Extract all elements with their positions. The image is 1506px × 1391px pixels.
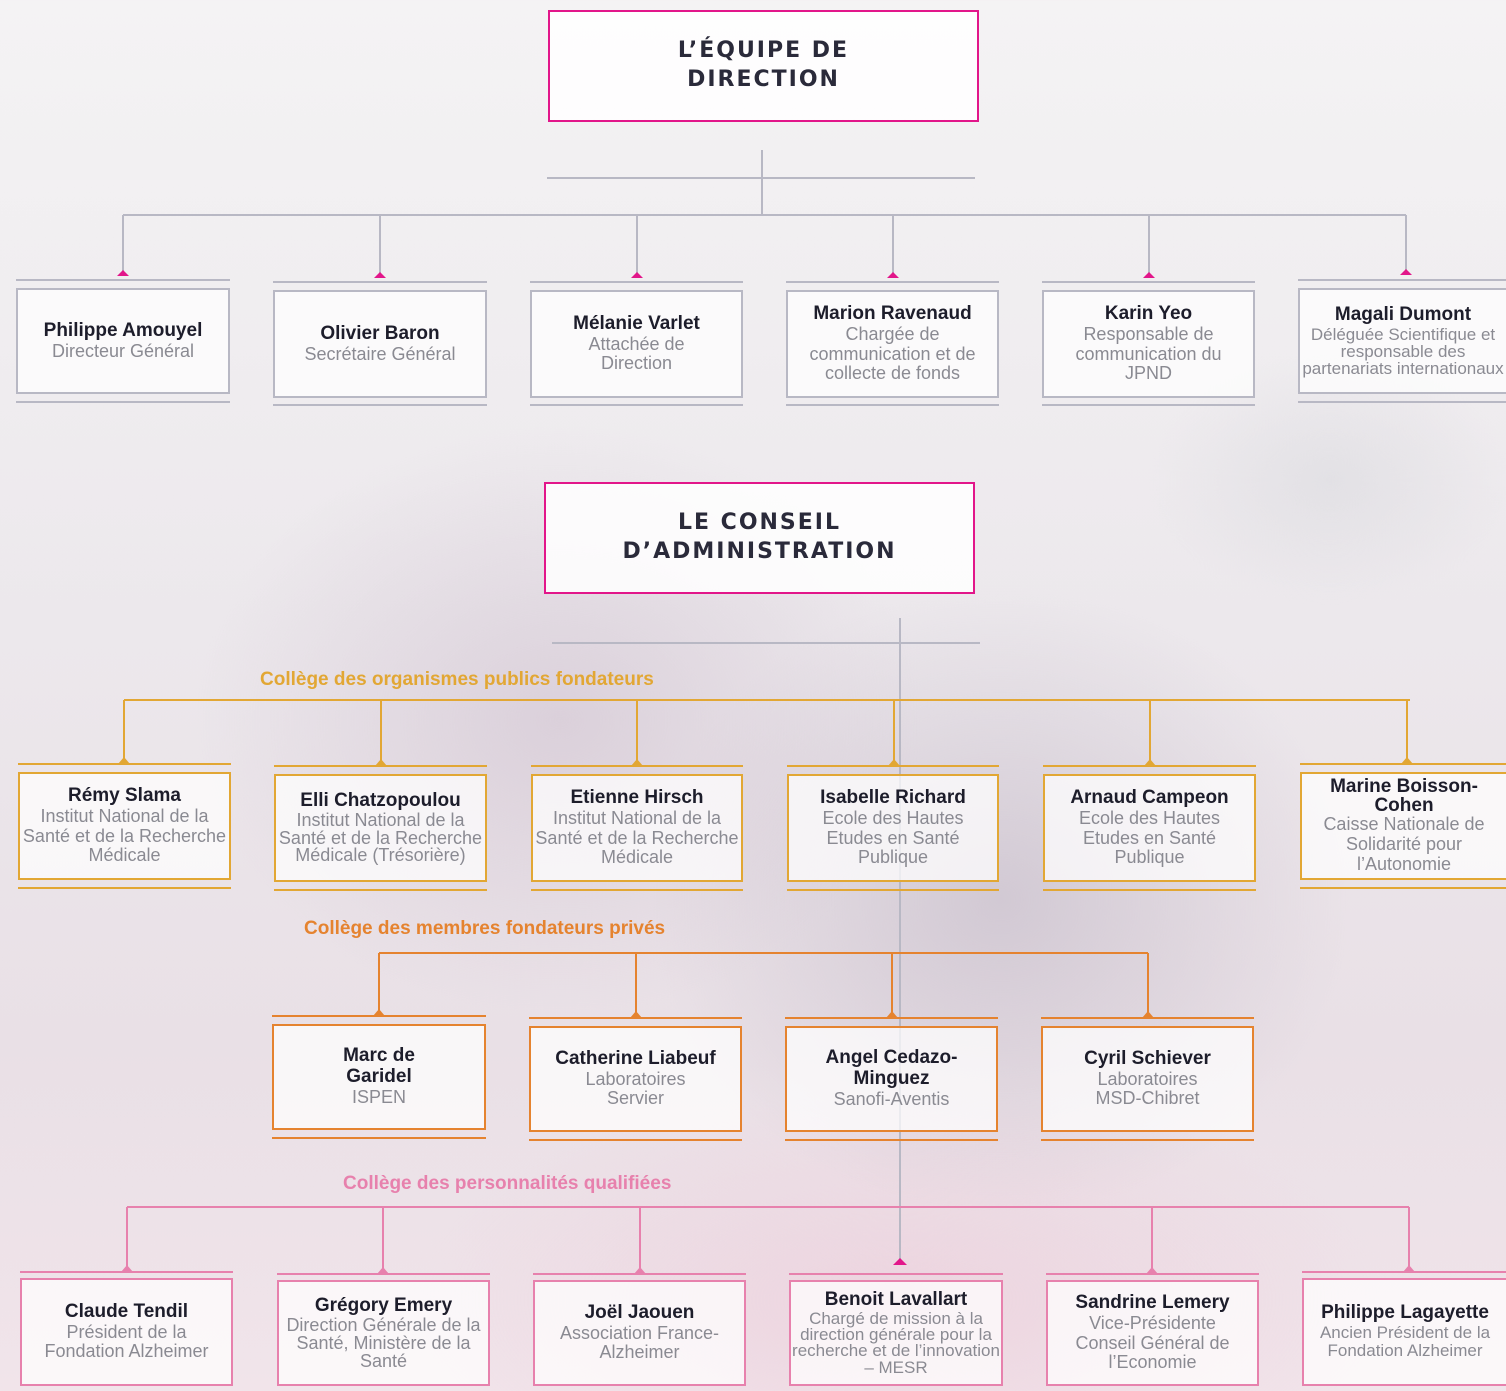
college-member-card: Elli Chatzopoulou Institut National de l… <box>274 774 487 882</box>
member-role: ISPEN <box>351 1086 407 1107</box>
member-name: Cyril Schiever <box>1084 1047 1211 1069</box>
member-role: Attachée de Direction <box>588 333 685 374</box>
member-role: Secrétaire Général <box>304 343 456 364</box>
college-member-card: Arnaud Campeon Ecole des Hautes Etudes e… <box>1043 774 1256 882</box>
college-member-card: Philippe Lagayette Ancien Président de l… <box>1302 1278 1506 1386</box>
member-role: Laboratoires MSD-Chibret <box>1095 1068 1200 1109</box>
member-name: Marine Boisson-Cohen <box>1330 776 1478 817</box>
direction-member-card: Mélanie Varlet Attachée de Direction <box>530 290 743 398</box>
member-role: Association France-Alzheimer <box>559 1322 720 1363</box>
member-role: Directeur Général <box>51 340 195 361</box>
college-member-card: Isabelle Richard Ecole des Hautes Etudes… <box>787 774 999 882</box>
college-member-card: Cyril Schiever Laboratoires MSD-Chibret <box>1041 1026 1254 1132</box>
member-name: Philippe Amouyel <box>43 319 203 341</box>
member-role: Ancien Président de la Fondation Alzheim… <box>1319 1322 1491 1361</box>
member-name: Rémy Slama <box>67 784 181 806</box>
direction-member-card: Karin Yeo Responsable de communication d… <box>1042 290 1255 398</box>
member-role: Ecole des Hautes Etudes en Santé Publiqu… <box>822 807 964 868</box>
member-name: Mélanie Varlet <box>573 312 700 334</box>
direction-title-box: L’ÉQUIPE DE DIRECTION <box>548 10 979 122</box>
conseil-title: LE CONSEIL D’ADMINISTRATION <box>622 510 897 564</box>
college-member-card: Benoit Lavallart Chargé de mission à la … <box>789 1280 1003 1386</box>
college-qualified-label: Collège des personnalités qualifiées <box>343 1173 672 1194</box>
member-name: Marc de Garidel <box>343 1045 415 1088</box>
direction-member-card: Philippe Amouyel Directeur Général <box>16 288 230 394</box>
member-name: Arnaud Campeon <box>1070 786 1229 808</box>
member-role: Sanofi-Aventis <box>833 1088 950 1109</box>
member-name: Joël Jaouen <box>584 1301 695 1323</box>
direction-member-card: Marion Ravenaud Chargée de communication… <box>786 290 999 398</box>
member-role: Chargé de mission à la direction général… <box>792 1309 1000 1377</box>
college-member-card: Angel Cedazo-Minguez Sanofi-Aventis <box>785 1026 998 1132</box>
college-private-label: Collège des membres fondateurs privés <box>304 918 666 939</box>
member-name: Catherine Liabeuf <box>555 1047 716 1069</box>
college-member-card: Marine Boisson-Cohen Caisse Nationale de… <box>1300 772 1506 880</box>
member-role: Laboratoires Servier <box>585 1068 686 1109</box>
member-role: Institut National de la Santé et de la R… <box>22 805 227 866</box>
member-name: Claude Tendil <box>64 1300 189 1322</box>
member-role: Chargée de communication et de collecte … <box>809 323 976 384</box>
direction-title: L’ÉQUIPE DE DIRECTION <box>677 38 850 92</box>
member-name: Etienne Hirsch <box>570 786 704 808</box>
member-role: Déléguée Scientifique et responsable des… <box>1302 324 1504 378</box>
college-member-card: Joël Jaouen Association France-Alzheimer <box>533 1280 746 1386</box>
college-member-card: Marc de Garidel ISPEN <box>272 1024 486 1130</box>
college-member-card: Sandrine Lemery Vice-Présidente Conseil … <box>1046 1280 1259 1386</box>
member-role: Institut National de la Santé et de la R… <box>278 810 483 866</box>
member-role: Ecole des Hautes Etudes en Santé Publiqu… <box>1078 807 1221 868</box>
member-name: Olivier Baron <box>320 322 440 344</box>
member-name: Angel Cedazo-Minguez <box>825 1047 958 1090</box>
college-member-card: Etienne Hirsch Institut National de la S… <box>531 774 743 882</box>
member-name: Elli Chatzopoulou <box>300 790 461 812</box>
member-role: Vice-Présidente Conseil Général de l’Eco… <box>1075 1312 1230 1373</box>
college-member-card: Grégory Emery Direction Générale de la S… <box>277 1280 490 1386</box>
member-name: Karin Yeo <box>1104 302 1193 324</box>
member-role: Direction Générale de la Santé, Ministèr… <box>286 1315 481 1372</box>
college-member-card: Rémy Slama Institut National de la Santé… <box>18 772 231 880</box>
college-member-card: Catherine Liabeuf Laboratoires Servier <box>529 1026 742 1132</box>
member-name: Grégory Emery <box>314 1294 453 1316</box>
direction-member-card: Magali Dumont Déléguée Scientifique et r… <box>1298 288 1506 394</box>
member-role: Président de la Fondation Alzheimer <box>44 1321 209 1362</box>
member-name: Philippe Lagayette <box>1321 1301 1489 1323</box>
member-role: Institut National de la Santé et de la R… <box>535 807 739 868</box>
member-name: Marion Ravenaud <box>813 302 972 324</box>
member-name: Sandrine Lemery <box>1075 1291 1230 1313</box>
member-role: Caisse Nationale de Solidarité pour l’Au… <box>1323 814 1485 874</box>
member-name: Magali Dumont <box>1334 304 1472 326</box>
member-role: Responsable de communication du JPND <box>1075 323 1222 384</box>
member-name: Isabelle Richard <box>820 786 966 808</box>
college-member-card: Claude Tendil Président de la Fondation … <box>20 1278 233 1386</box>
member-name: Benoit Lavallart <box>824 1289 968 1311</box>
direction-member-card: Olivier Baron Secrétaire Général <box>273 290 487 398</box>
conseil-title-box: LE CONSEIL D’ADMINISTRATION <box>544 482 975 594</box>
college-public-label: Collège des organismes publics fondateur… <box>260 669 654 690</box>
